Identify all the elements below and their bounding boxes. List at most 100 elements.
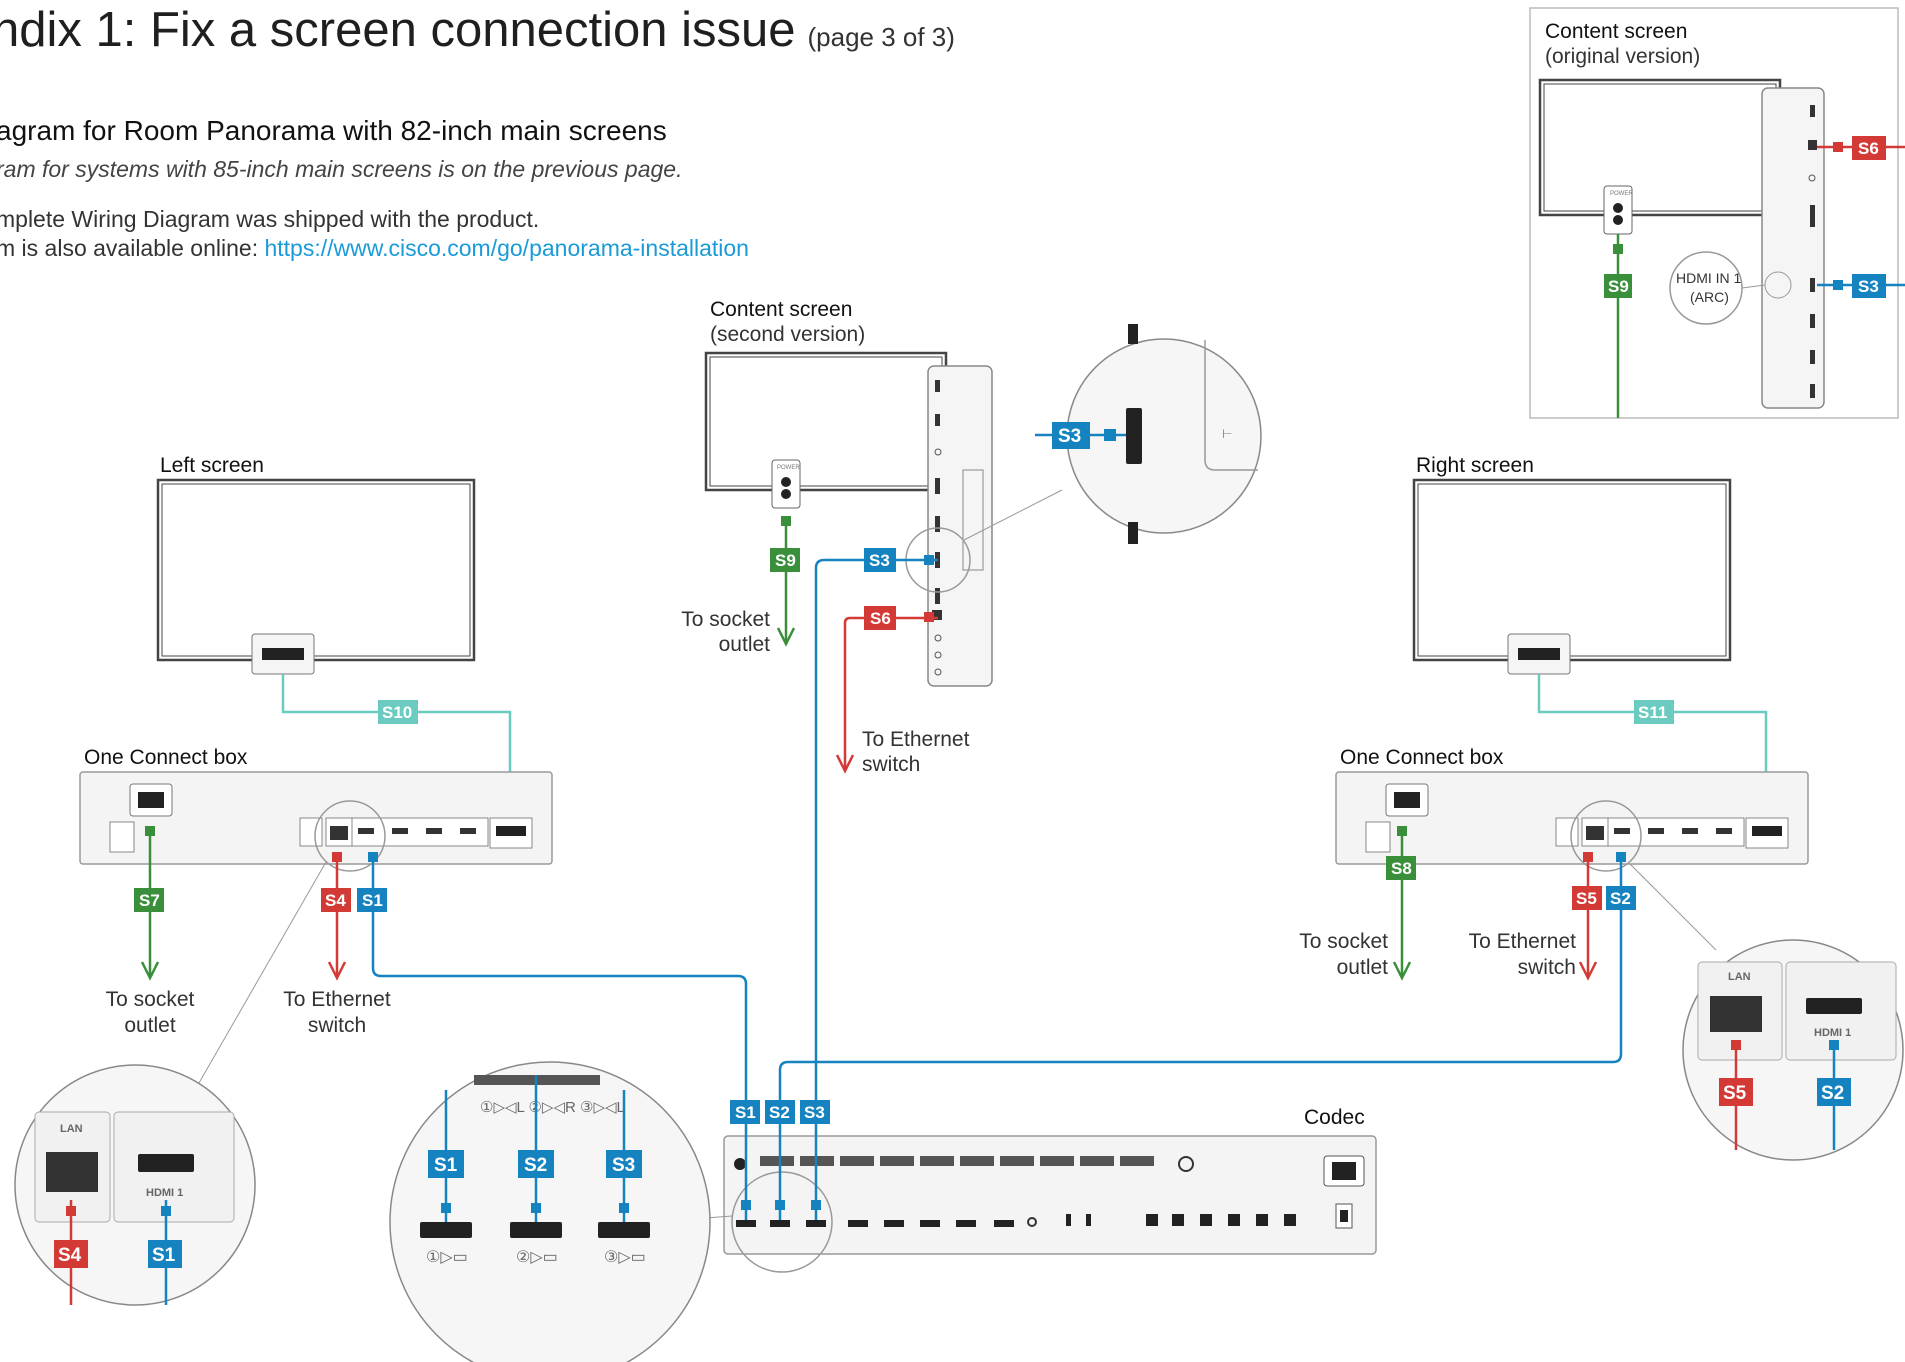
right-screen-title: Right screen	[1416, 454, 1534, 477]
page-reference: (page 3 of 3)	[807, 22, 955, 52]
cable-s7: S7 To socket outlet	[106, 826, 195, 1037]
svg-text:To socket: To socket	[1299, 930, 1388, 953]
svg-text:POWER: POWER	[1610, 191, 1633, 197]
cable-s4: S4 To Ethernet switch	[283, 852, 391, 1037]
cable-s2: S2 S2	[765, 852, 1636, 1220]
connector-panel-original	[1761, 87, 1825, 409]
svg-text:To socket: To socket	[681, 608, 770, 631]
svg-text:HDMI 1: HDMI 1	[146, 1187, 183, 1199]
zoom-callout-s3: ⊢ S3	[1035, 324, 1262, 544]
cable-tag-s5-zoom	[1719, 1078, 1753, 1106]
cable-tag-s4-zoom	[54, 1240, 88, 1268]
svg-text:outlet: outlet	[1337, 956, 1389, 979]
svg-text:S6: S6	[1858, 139, 1879, 158]
content-screen-original-title: Content screen	[1545, 20, 1687, 43]
one-connect-box-right: One Connect box	[1335, 746, 1809, 951]
cable-s1: S1 S1	[357, 852, 760, 1220]
svg-text:outlet: outlet	[124, 1014, 176, 1037]
svg-text:S5: S5	[1576, 889, 1597, 908]
cable-tag-s3-codec	[800, 1100, 830, 1124]
cable-tag-s4	[321, 888, 351, 912]
cable-tag-s1-left-zoom	[148, 1240, 182, 1268]
intro-line-1: mplete Wiring Diagram was shipped with t…	[0, 206, 540, 232]
cable-tag-s3-codec-zoom	[606, 1150, 642, 1178]
svg-text:①▷◁L ②▷◁R ③▷◁L: ①▷◁L ②▷◁R ③▷◁L	[480, 1099, 625, 1116]
cable-tag-s2-zoom	[518, 1150, 554, 1178]
svg-text:To Ethernet: To Ethernet	[862, 728, 970, 751]
cable-s5: S5 To Ethernet switch	[1469, 852, 1602, 981]
diagram-note: ram for systems with 85-inch main screen…	[0, 156, 683, 182]
svg-text:switch: switch	[308, 1014, 366, 1037]
cable-tag-s1-codec	[730, 1100, 760, 1124]
cable-s6: S6 To Ethernet switch	[835, 606, 970, 776]
cable-tag-s5	[1572, 886, 1602, 910]
svg-text:S3: S3	[804, 1103, 825, 1122]
cable-tag-s10	[378, 700, 418, 724]
svg-text:switch: switch	[1518, 956, 1576, 979]
one-connect-left-title: One Connect box	[84, 746, 248, 769]
cable-tag-s7	[134, 888, 164, 912]
left-screen-frame	[156, 478, 476, 662]
content-screen-second: Content screen (second version) POWER	[704, 298, 1063, 687]
svg-text:S11: S11	[1638, 703, 1667, 722]
svg-text:S8: S8	[1391, 859, 1412, 878]
content-screen-original-frame	[1538, 78, 1782, 217]
svg-text:S10: S10	[382, 703, 412, 722]
svg-text:S2: S2	[1610, 889, 1631, 908]
svg-text:S9: S9	[1608, 277, 1629, 296]
svg-text:⊢: ⊢	[1222, 427, 1232, 441]
svg-text:S4: S4	[325, 891, 346, 910]
svg-text:(ARC): (ARC)	[1690, 289, 1729, 305]
cable-tag-s2-right-zoom	[1817, 1078, 1851, 1106]
svg-text:S3: S3	[1858, 277, 1879, 296]
content-screen-second-title: Content screen	[710, 298, 852, 321]
svg-text:HDMI 1: HDMI 1	[1814, 1027, 1851, 1039]
svg-text:S5: S5	[1723, 1083, 1747, 1104]
svg-text:S6: S6	[870, 609, 891, 628]
cable-s8: S8 To socket outlet	[1299, 826, 1416, 981]
diagram-subtitle: agram for Room Panorama with 82-inch mai…	[0, 115, 667, 146]
svg-text:S7: S7	[139, 891, 160, 910]
svg-text:switch: switch	[862, 753, 920, 776]
svg-text:S3: S3	[612, 1155, 635, 1176]
svg-text:To Ethernet: To Ethernet	[283, 988, 391, 1011]
svg-text:S1: S1	[735, 1103, 756, 1122]
cable-tag-s3-zoom	[1052, 422, 1090, 449]
svg-text:S1: S1	[152, 1245, 176, 1266]
installation-link[interactable]: https://www.cisco.com/go/panorama-instal…	[264, 235, 749, 261]
right-screen-frame	[1412, 478, 1732, 662]
svg-text:②▷▭: ②▷▭	[516, 1249, 558, 1266]
content-screen-original-panel: Content screen (original version) POWER …	[1529, 7, 1905, 419]
one-connect-right-title: One Connect box	[1340, 746, 1504, 769]
svg-text:outlet: outlet	[719, 633, 771, 656]
cable-tag-s3-original	[1852, 274, 1886, 298]
content-screen-second-frame	[704, 351, 948, 492]
svg-text:POWER: POWER	[777, 465, 800, 471]
cable-s9: S9 To socket outlet	[681, 516, 800, 656]
right-screen: Right screen S11	[1412, 454, 1771, 814]
cable-tag-s6-original	[1852, 136, 1886, 160]
cable-tag-s2	[1606, 886, 1636, 910]
svg-text:S2: S2	[769, 1103, 790, 1122]
svg-text:S3: S3	[869, 551, 890, 570]
svg-text:To Ethernet: To Ethernet	[1469, 930, 1577, 953]
cable-tag-s1	[357, 888, 387, 912]
svg-text:LAN: LAN	[1728, 971, 1751, 983]
zoom-callout-codec: ①▷◁L ②▷◁R ③▷◁L S1 S2 S3 ①▷▭ ②▷▭ ③▷▭	[389, 1061, 711, 1362]
cable-tag-s9	[770, 548, 800, 572]
svg-text:S3: S3	[1058, 426, 1081, 447]
cable-tag-s2-codec	[765, 1100, 795, 1124]
one-connect-box-left: One Connect box	[79, 746, 553, 1117]
page-title: ndix 1: Fix a screen connection issue(pa…	[0, 3, 955, 57]
svg-text:To socket: To socket	[106, 988, 195, 1011]
content-screen-second-subtitle: (second version)	[710, 323, 865, 346]
zoom-callout-right-lan-hdmi: LAN HDMI 1 S5 S2	[1682, 939, 1904, 1161]
cable-tag-s8	[1386, 856, 1416, 880]
svg-text:LAN: LAN	[60, 1123, 83, 1135]
cable-tag-s9-original	[1604, 274, 1632, 298]
codec-title: Codec	[1304, 1106, 1365, 1129]
svg-text:S2: S2	[524, 1155, 547, 1176]
left-screen-title: Left screen	[160, 454, 264, 477]
svg-text:S2: S2	[1821, 1083, 1844, 1104]
